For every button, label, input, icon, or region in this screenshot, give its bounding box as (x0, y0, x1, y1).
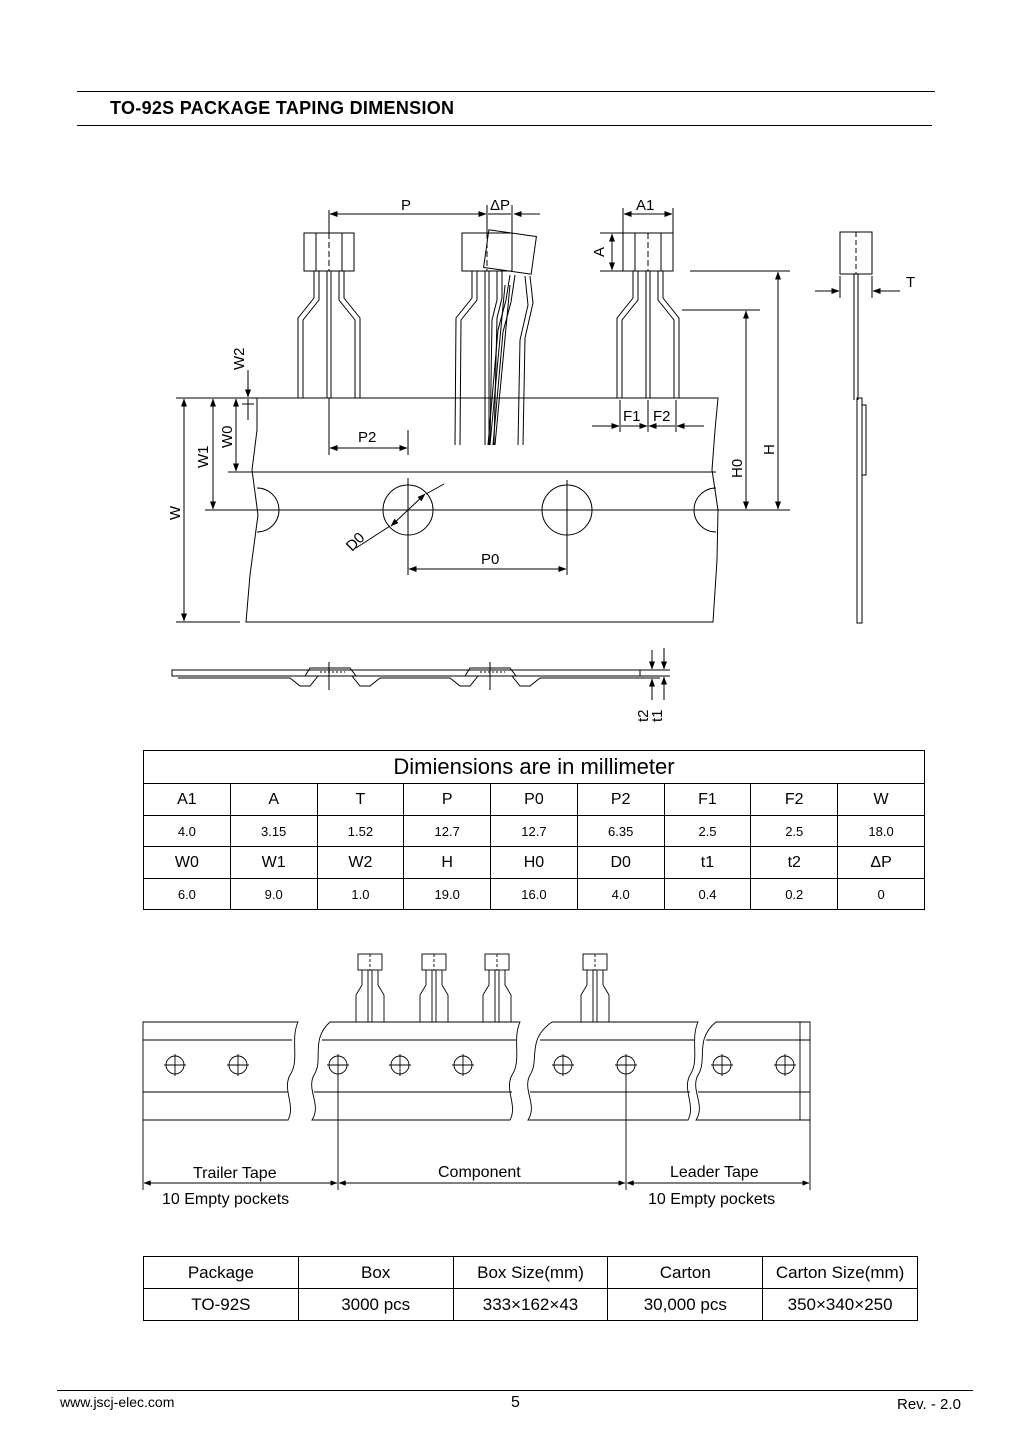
taping-dimension-drawing: P ΔP A1 A T W2 W0 W1 W P2 F1 F2 H0 H D0 … (167, 197, 915, 722)
table-cell: 16.0 (490, 878, 578, 910)
carton-header: Carton (607, 1256, 764, 1289)
package-table: Package Box Box Size(mm) Carton Carton S… (143, 1256, 918, 1321)
footer-revision: Rev. - 2.0 (897, 1396, 961, 1413)
table-cell: 18.0 (837, 815, 925, 847)
table-cell: 9.0 (229, 878, 318, 910)
table-cell: t1 (663, 846, 752, 879)
table-cell: 0.2 (750, 878, 839, 910)
label-T: T (906, 274, 915, 291)
label-t2: t2 (635, 709, 652, 722)
header-top-rule (77, 91, 935, 92)
carton-size-value: 350×340×250 (762, 1288, 918, 1321)
table-cell: 3.15 (229, 815, 318, 847)
box-header: Box (297, 1256, 454, 1289)
box-size-value: 333×162×43 (452, 1288, 609, 1321)
table-cell: 19.0 (403, 878, 492, 910)
label-A1: A1 (636, 197, 654, 214)
trailer-empty-pockets-label: 10 Empty pockets (162, 1191, 289, 1208)
table-cell: P2 (576, 783, 665, 816)
table-cell: W (837, 783, 925, 816)
table-cell: 0 (837, 878, 925, 910)
dimensions-table: Dimiensions are in millimeter A1 A T P P… (143, 750, 925, 910)
footer-page-number: 5 (511, 1394, 520, 1411)
table-cell: t2 (750, 846, 839, 879)
table-cell: W1 (229, 846, 318, 879)
table-cell: H0 (490, 846, 578, 879)
label-W: W (167, 505, 184, 520)
table-cell: T (316, 783, 405, 816)
box-value: 3000 pcs (297, 1288, 454, 1321)
carton-value: 30,000 pcs (607, 1288, 764, 1321)
table-cell: W0 (143, 846, 231, 879)
header-bottom-rule (77, 125, 932, 126)
table-cell: 4.0 (576, 878, 665, 910)
table-cell: A1 (143, 783, 231, 816)
package-header: Package (143, 1256, 299, 1289)
table-cell: F1 (663, 783, 752, 816)
label-P2: P2 (358, 429, 376, 446)
footer-rule (57, 1390, 973, 1391)
label-H0: H0 (729, 459, 746, 478)
table-cell: P0 (490, 783, 578, 816)
table-cell: 12.7 (403, 815, 492, 847)
trailer-tape-label: Trailer Tape (193, 1165, 277, 1182)
table-cell: 1.52 (316, 815, 405, 847)
table-cell: 2.5 (750, 815, 839, 847)
table-cell: F2 (750, 783, 839, 816)
table-cell: 1.0 (316, 878, 405, 910)
label-D0: D0 (343, 529, 369, 555)
label-F1: F1 (623, 408, 641, 425)
tape-reel-diagram: Trailer Tape 10 Empty pockets Component … (142, 953, 811, 1208)
table-cell: H (403, 846, 492, 879)
label-P0: P0 (481, 551, 499, 568)
label-A: A (591, 247, 608, 257)
table-cell: A (229, 783, 318, 816)
table-cell: D0 (576, 846, 665, 879)
table-cell: P (403, 783, 492, 816)
leader-tape-label: Leader Tape (670, 1164, 759, 1181)
table-cell: 0.4 (663, 878, 752, 910)
table-cell: 4.0 (143, 815, 231, 847)
label-W2: W2 (231, 348, 248, 371)
table-cell: 6.0 (143, 878, 231, 910)
footer-website: www.jscj-elec.com (60, 1394, 175, 1410)
table-cell: 6.35 (576, 815, 665, 847)
table-cell: 2.5 (663, 815, 752, 847)
package-value: TO-92S (143, 1288, 299, 1321)
label-delta-P: ΔP (490, 197, 510, 214)
component-label: Component (438, 1164, 521, 1181)
label-W0: W0 (219, 426, 236, 449)
leader-empty-pockets-label: 10 Empty pockets (648, 1191, 775, 1208)
label-t1: t1 (649, 709, 666, 722)
table-cell: W2 (316, 846, 405, 879)
carton-size-header: Carton Size(mm) (762, 1256, 918, 1289)
dimensions-caption: Dimiensions are in millimeter (143, 750, 925, 784)
table-cell: 12.7 (490, 815, 578, 847)
label-W1: W1 (195, 446, 212, 469)
label-F2: F2 (653, 408, 671, 425)
page-title: TO-92S PACKAGE TAPING DIMENSION (110, 98, 455, 118)
label-H: H (761, 444, 778, 455)
label-P: P (401, 197, 411, 214)
table-cell: ΔP (837, 846, 925, 879)
box-size-header: Box Size(mm) (452, 1256, 609, 1289)
